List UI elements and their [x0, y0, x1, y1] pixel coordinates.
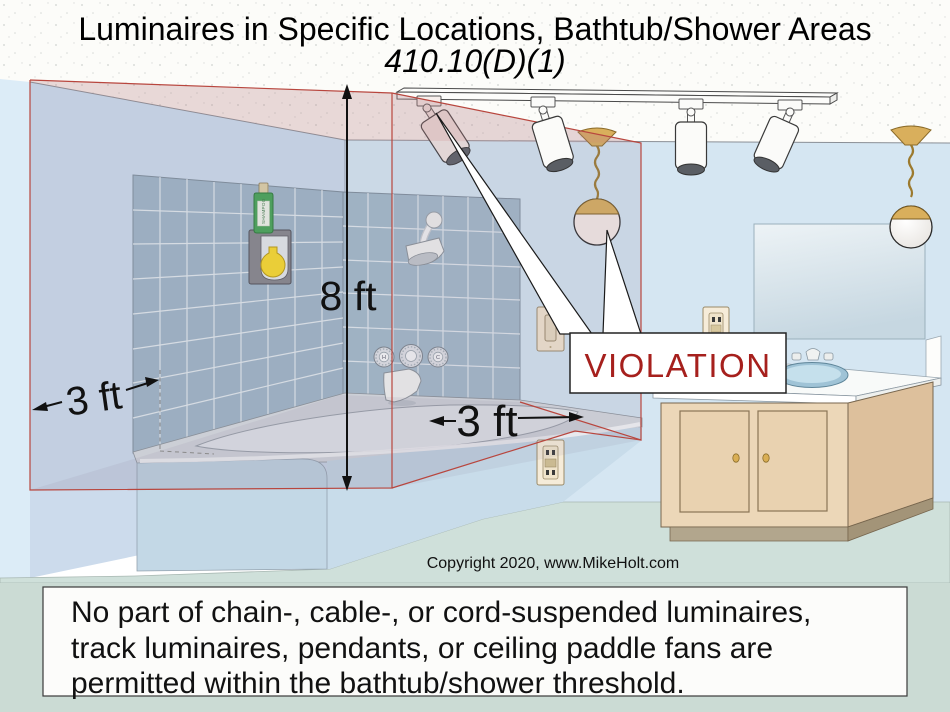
zone-top-face [30, 80, 641, 143]
title-block: Luminaires in Specific Locations, Bathtu… [78, 11, 871, 79]
note-box [42, 586, 908, 697]
note-line-2: track luminaires, pendants, or ceiling p… [71, 632, 773, 665]
dimension-8ft-label: 8 ft [320, 273, 378, 319]
page-title: Luminaires in Specific Locations, Bathtu… [78, 11, 871, 47]
cabinet-door-right [757, 410, 828, 512]
arrowhead-right-icon [569, 412, 584, 422]
dimension-3ft-center: 3 ft [429, 397, 584, 446]
sink-basin [783, 365, 841, 383]
door-knob-left [732, 453, 740, 463]
arrowhead-left-icon [32, 402, 48, 411]
dimension-3ft-left-label: 3 ft [63, 373, 124, 424]
pendant1-cap [574, 198, 620, 215]
cabinet-kick-front [669, 526, 849, 542]
violation-label: VIOLATION [584, 347, 771, 384]
arrowhead-down-icon [342, 476, 352, 491]
tile-grout-lines [132, 177, 521, 445]
tub-rim-highlight [139, 422, 641, 463]
mirror [753, 223, 926, 340]
dimension-3ft-center-label: 3 ft [456, 397, 517, 446]
pendant2-chain [907, 144, 915, 198]
shower-head [405, 211, 445, 266]
shampoo-label [257, 200, 270, 227]
shower-escutcheon [425, 211, 443, 229]
cold-valve: C [427, 346, 449, 368]
track-light-rail [395, 87, 839, 105]
diverter-valve [399, 344, 423, 368]
pendant2-cap [890, 205, 932, 220]
zone-outline [29, 79, 642, 491]
tub-spout [383, 368, 422, 403]
hot-valve: H [373, 346, 395, 368]
gfci-outlet [536, 439, 565, 486]
zone-bottom-face [30, 395, 641, 490]
arrowhead-left-icon [429, 416, 444, 426]
cabinet-kick-side [847, 497, 934, 542]
pendant2-canopy [890, 125, 932, 146]
ceiling-edge-left [29, 81, 346, 141]
code-reference: 410.10(D)(1) [384, 43, 565, 79]
track-head-4 [753, 99, 803, 173]
note-line-1: No part of chain-, cable-, or cord-suspe… [71, 596, 811, 629]
dimension-3ft-left: 3 ft [32, 373, 159, 425]
light-bulb-icon [260, 246, 286, 278]
note-panel: No part of chain-, cable-, or cord-suspe… [0, 583, 950, 712]
shower-niche-luminaire: SHAMPOO [248, 182, 292, 285]
sink-handle-left [791, 352, 802, 361]
sink-faucet [805, 348, 821, 361]
violation-callout: VIOLATION [569, 332, 787, 394]
zone-front-face [30, 80, 392, 490]
track-head-2 [530, 96, 574, 173]
violation-box [569, 332, 787, 394]
projection-dashed-lines [159, 370, 215, 455]
tub-basin [194, 404, 579, 454]
shampoo-label-text: SHAMPOO [261, 198, 266, 224]
pendant1-chain [593, 145, 601, 200]
arrowhead-right-icon [145, 377, 159, 387]
hot-valve-label: H [382, 355, 386, 361]
door-knob-right [762, 453, 770, 463]
vanity [652, 223, 942, 542]
sink-handle-right [823, 352, 834, 361]
dimension-8ft: 8 ft [320, 84, 378, 491]
copyright-text: Copyright 2020, www.MikeHolt.com [427, 555, 680, 572]
shower-head-face [407, 252, 439, 266]
tub-apron-front [136, 458, 328, 572]
track-head-3 [674, 98, 708, 176]
note-line-3: permitted within the bathtub/shower thre… [71, 667, 685, 700]
backsplash [925, 335, 942, 384]
cold-valve-label: C [436, 355, 440, 361]
tub-valves: H C [373, 344, 449, 406]
left-wall-strip [0, 79, 30, 582]
arrowhead-up-icon [342, 84, 352, 99]
pendant-luminaire-right [889, 125, 933, 249]
